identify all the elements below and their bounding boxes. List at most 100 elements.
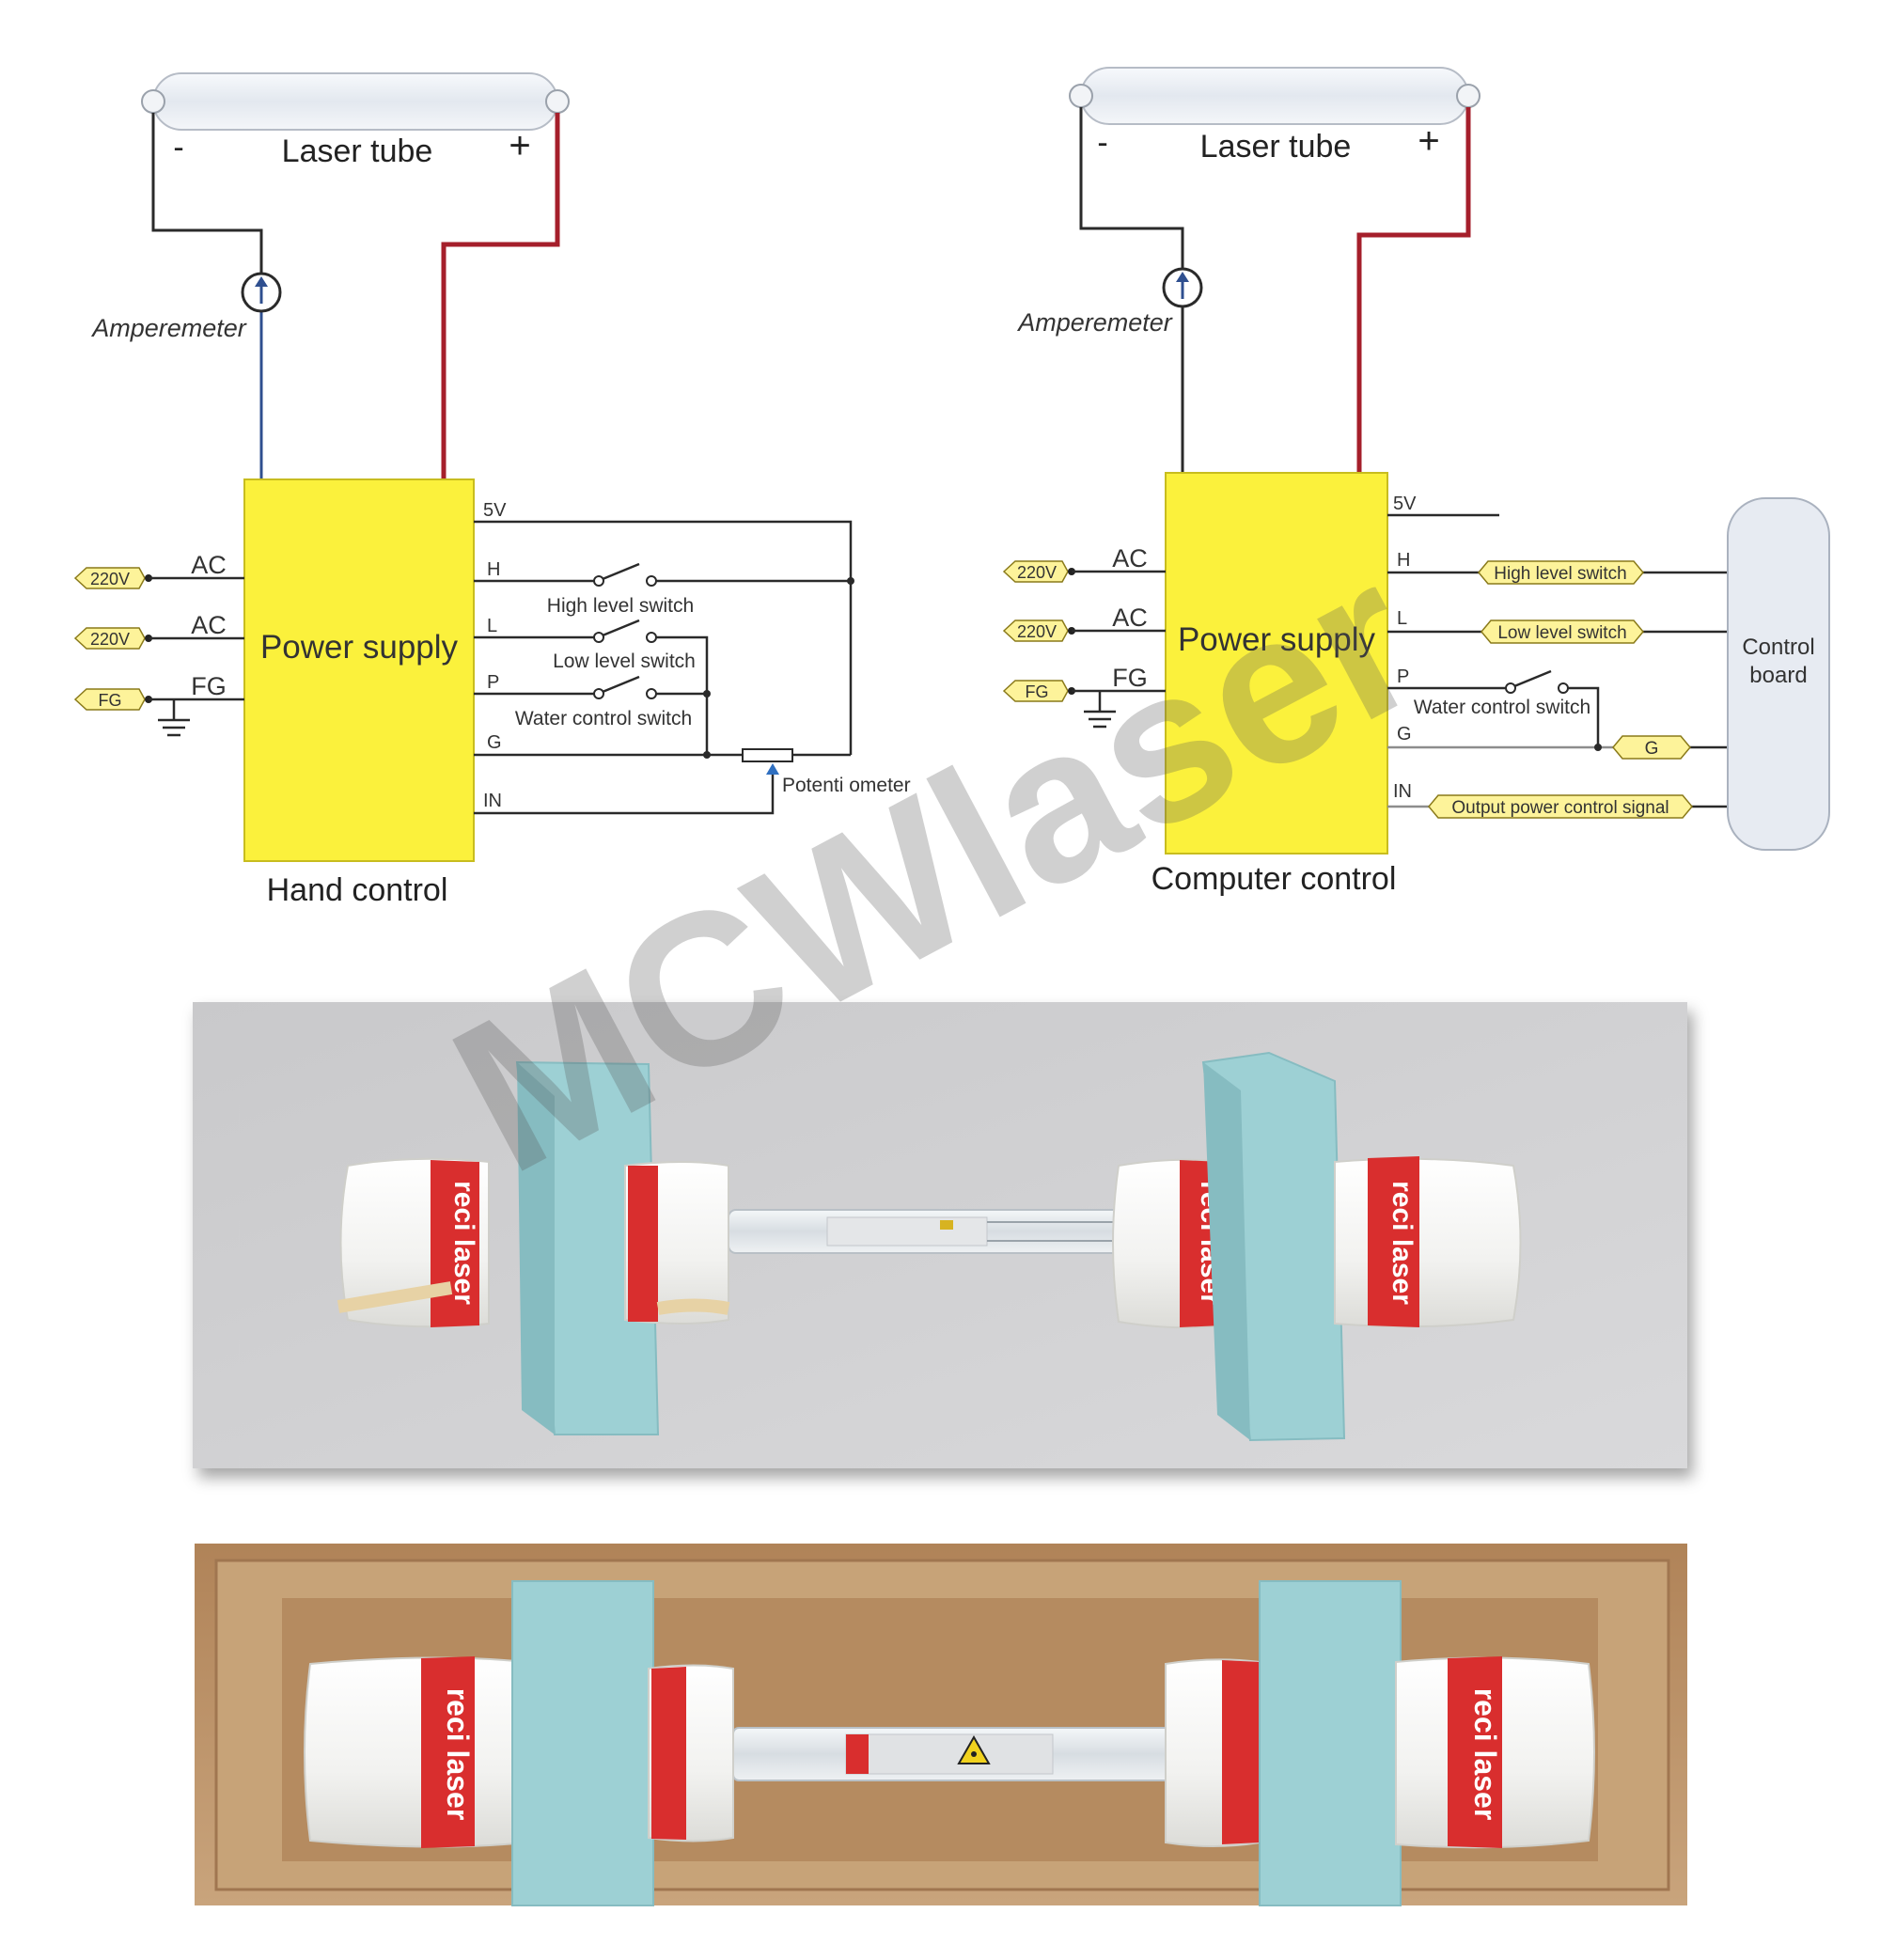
foam-block-right (1201, 1051, 1346, 1442)
signal-tag-output-power: Output power control signal (1428, 794, 1693, 819)
foam-block-left (511, 1580, 654, 1906)
svg-text:reci laser: reci laser (441, 1688, 475, 1821)
foam-roll-right-inner (1165, 1658, 1261, 1847)
power-supply-box (243, 478, 475, 862)
svg-text:reci laser: reci laser (448, 1181, 479, 1305)
laser-tube (1069, 67, 1480, 125)
tube-positive-label: + (1418, 120, 1439, 162)
svg-text:High level switch: High level switch (1494, 564, 1627, 584)
computer-wiring (1387, 513, 1728, 808)
hand-wiring (474, 520, 853, 815)
junction-dot (1594, 744, 1602, 751)
input-fg: FG FG (73, 672, 244, 711)
signal-tag-g: G (1612, 735, 1691, 760)
control-board-label-2: board (1749, 663, 1807, 688)
power-supply-label: Power supply (1178, 621, 1376, 658)
water-control-switch-icon (1505, 669, 1569, 694)
signal-tag-high-level-switch: High level switch (1478, 560, 1644, 585)
low-level-switch-icon (593, 619, 657, 643)
water-control-switch-label: Water control switch (1414, 697, 1590, 718)
svg-text:L: L (1397, 608, 1407, 629)
amperemeter-icon (1162, 267, 1203, 308)
svg-text:AC: AC (1112, 604, 1148, 632)
amperemeter-icon (241, 272, 282, 313)
laser-tube-label: Laser tube (1200, 129, 1352, 165)
input-220v-2: 220V AC (73, 611, 244, 650)
svg-text:220V: 220V (1017, 622, 1057, 641)
terminal-labels: 5V H L P G IN (1393, 494, 1417, 802)
ground-icon (1084, 691, 1116, 729)
svg-text:220V: 220V (90, 630, 130, 649)
svg-text:G: G (1645, 739, 1659, 759)
computer-control-diagram: Laser tube - + Amperemeter Power supply … (1002, 67, 1830, 897)
svg-text:H: H (1397, 550, 1410, 571)
svg-text:G: G (1397, 724, 1412, 745)
hand-control-diagram: Laser tube - + Amperemeter Power supply … (73, 72, 911, 908)
power-supply-box (1165, 472, 1388, 855)
input-fg: FG FG (1002, 664, 1166, 702)
junction-dots (703, 577, 854, 759)
high-level-switch-icon (593, 562, 657, 587)
tube-positive-label: + (509, 125, 530, 166)
potentiometer-icon (742, 748, 793, 775)
laser-warning-icon (957, 1734, 991, 1764)
laser-tube-label: Laser tube (282, 133, 433, 169)
foam-roll-left: reci laser (337, 1157, 490, 1328)
power-supply-label: Power supply (260, 629, 459, 666)
foam-roll-right: reci laser (1395, 1656, 1595, 1849)
computer-control-caption: Computer control (1152, 861, 1397, 897)
foam-roll-left-inner (624, 1161, 730, 1325)
product-photo-grey: reci laser reci laser reci laser (193, 1002, 1687, 1468)
foam-roll-right: reci laser (1334, 1156, 1522, 1328)
svg-text:AC: AC (191, 551, 227, 579)
svg-text:5V: 5V (483, 500, 507, 521)
water-control-switch-icon (593, 675, 657, 699)
svg-text:220V: 220V (90, 570, 130, 588)
amperemeter-label: Amperemeter (90, 314, 247, 342)
svg-text:FG: FG (1026, 682, 1049, 701)
svg-text:5V: 5V (1393, 494, 1417, 514)
foam-block-right (1259, 1580, 1402, 1906)
input-220v-2: 220V AC (1002, 604, 1166, 642)
svg-text:P: P (487, 672, 499, 693)
svg-text:L: L (487, 616, 497, 636)
hand-control-caption: Hand control (267, 872, 448, 908)
svg-text:Output power control signal: Output power control signal (1451, 798, 1668, 818)
svg-text:220V: 220V (1017, 563, 1057, 582)
input-220v-1: 220V AC (1002, 544, 1166, 583)
control-board (1727, 497, 1830, 851)
svg-text:FG: FG (1112, 664, 1148, 692)
tube-negative-label: - (1097, 125, 1107, 161)
potentiometer-label: Potenti ometer (782, 775, 911, 796)
laser-tube-glass (728, 1209, 1124, 1254)
amperemeter-label: Amperemeter (1016, 308, 1173, 337)
svg-text:H: H (487, 559, 500, 580)
input-220v-1: 220V AC (73, 551, 244, 589)
svg-text:reci laser: reci laser (1386, 1181, 1418, 1305)
high-level-switch-label: High level switch (547, 595, 694, 617)
terminal-labels: 5V H L P G IN (483, 500, 507, 811)
positive-wire (441, 113, 560, 479)
foam-roll-left: reci laser (304, 1656, 527, 1848)
svg-text:FG: FG (99, 691, 122, 710)
svg-text:reci laser: reci laser (1468, 1688, 1502, 1821)
water-control-switch-label: Water control switch (515, 708, 692, 729)
control-board-label-1: Control (1742, 635, 1814, 660)
low-level-switch-label: Low level switch (553, 651, 696, 672)
svg-text:P: P (1397, 666, 1409, 687)
svg-text:Low level switch: Low level switch (1497, 623, 1626, 643)
svg-text:IN: IN (483, 791, 502, 811)
ground-icon (158, 699, 190, 737)
laser-tube-glass (732, 1727, 1176, 1781)
svg-text:AC: AC (191, 611, 227, 639)
svg-text:FG: FG (191, 672, 227, 700)
signal-tag-low-level-switch: Low level switch (1480, 619, 1644, 644)
laser-tube (141, 72, 570, 131)
negative-wire (1079, 107, 1184, 473)
product-photo-box: reci laser reci laser (195, 1544, 1687, 1906)
svg-text:AC: AC (1112, 544, 1148, 572)
svg-text:IN: IN (1393, 781, 1412, 802)
foam-roll-left-inner (648, 1664, 734, 1842)
svg-text:G: G (487, 732, 502, 753)
